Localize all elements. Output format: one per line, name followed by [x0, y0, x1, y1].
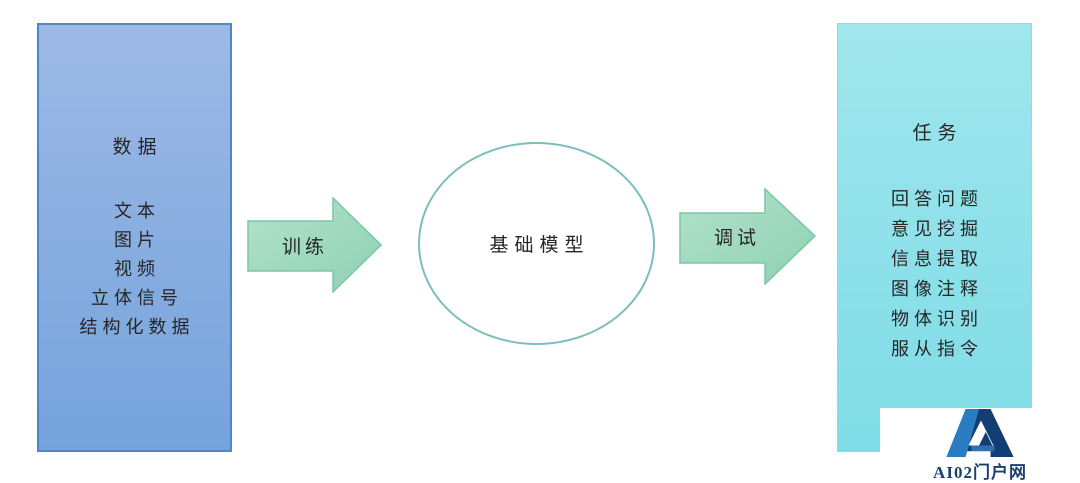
- task-item: 服从指令: [891, 339, 983, 359]
- data-box-title: 数据: [112, 137, 163, 158]
- data-item: 图片: [114, 230, 160, 250]
- task-item: 物体识别: [891, 309, 983, 329]
- tune-arrow-label: 调试: [713, 228, 760, 249]
- task-item: 信息提取: [891, 249, 983, 269]
- task-item: 意见挖掘: [891, 219, 983, 239]
- right-arrow-icon: [247, 197, 383, 293]
- model-circle: 基础模型: [418, 142, 655, 345]
- train-arrow-label: 训练: [281, 236, 328, 258]
- tasks-box: 任务 回答问题 意见挖掘 信息提取 图像注释 物体识别 服从指令: [837, 23, 1032, 452]
- tune-arrow: 调试: [679, 188, 817, 285]
- data-box: 数据 文本 图片 视频 立体信号 结构化数据: [37, 23, 232, 452]
- tasks-box-title: 任务: [912, 123, 963, 144]
- task-item: 回答问题: [891, 189, 983, 209]
- tasks-box-items: 回答问题 意见挖掘 信息提取 图像注释 物体识别 服从指令: [838, 184, 1031, 364]
- data-item: 视频: [114, 259, 160, 279]
- ai02-logo-icon: [946, 409, 1014, 457]
- data-item: 文本: [114, 201, 160, 221]
- data-item: 立体信号: [91, 288, 183, 308]
- task-item: 图像注释: [891, 279, 983, 299]
- data-box-items: 文本 图片 视频 立体信号 结构化数据: [39, 197, 230, 342]
- data-item: 结构化数据: [79, 317, 195, 337]
- train-arrow: 训练: [247, 197, 383, 293]
- right-arrow-icon: [679, 188, 817, 285]
- watermark-panel: AI02门户网: [880, 408, 1080, 483]
- watermark-text: AI02门户网: [933, 463, 1027, 482]
- model-circle-label: 基础模型: [489, 235, 590, 256]
